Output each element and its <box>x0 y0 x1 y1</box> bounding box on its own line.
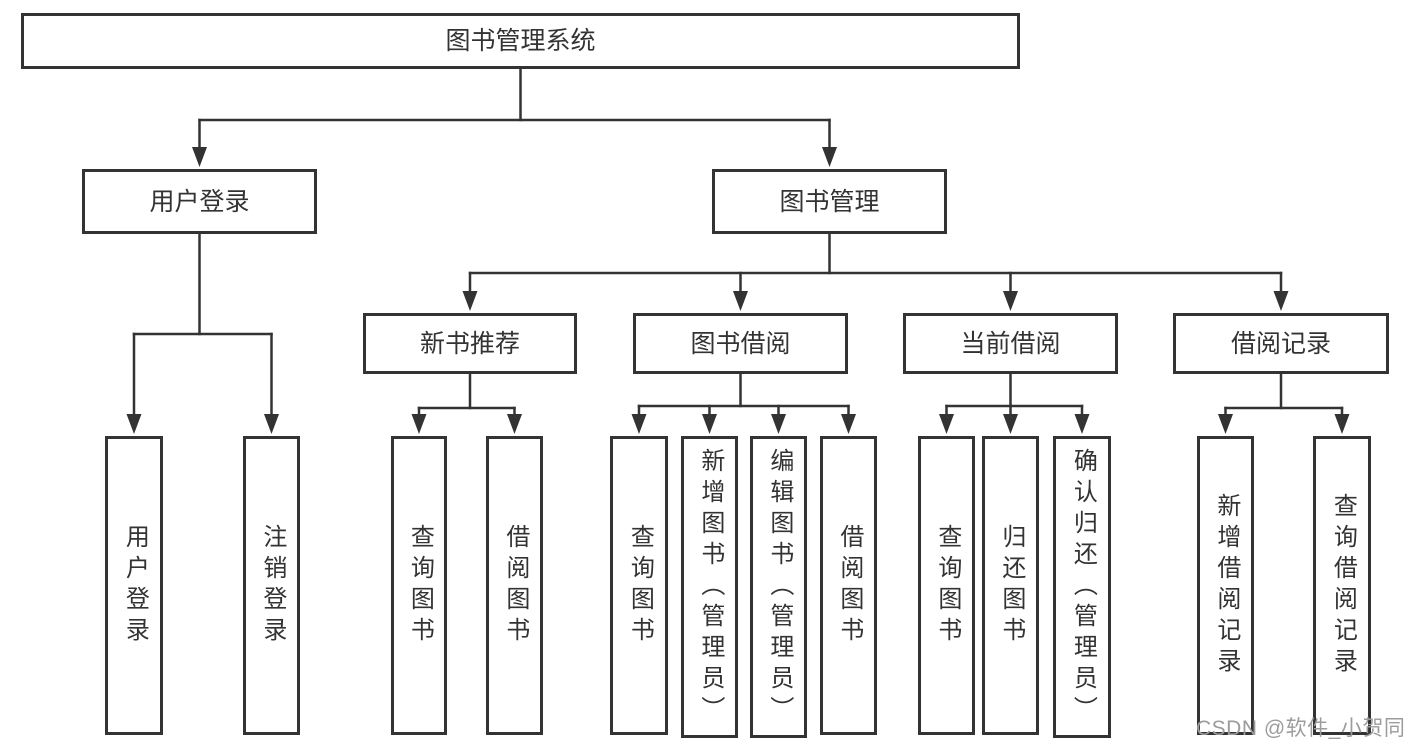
node-label-leaf-borrow-books-recommend: 借阅图书 <box>501 523 529 648</box>
arrowhead-icon <box>631 414 647 434</box>
node-book-management: 图书管理 <box>712 169 947 234</box>
arrowhead-icon <box>822 147 837 167</box>
node-label-leaf-add-book-admin: 新增图书（管理员） <box>696 447 724 727</box>
node-label-leaf-user-login: 用户登录 <box>121 523 149 648</box>
node-leaf-logout: 注销登录 <box>243 436 300 735</box>
node-label-book-management: 图书管理 <box>779 187 880 216</box>
watermark: CSDN @软件_小贺同学 <box>1196 717 1405 740</box>
arrowhead-icon <box>507 414 522 434</box>
arrowhead-icon <box>1074 414 1090 434</box>
arrowhead-icon <box>411 414 427 434</box>
node-leaf-borrow-books-borrowing: 借阅图书 <box>820 436 877 735</box>
node-label-leaf-confirm-return-admin: 确认归还（管理员） <box>1069 447 1097 727</box>
node-label-leaf-query-books-borrowing: 查询图书 <box>626 523 654 648</box>
arrowhead-icon <box>1218 414 1233 434</box>
node-label-leaf-logout: 注销登录 <box>258 523 286 648</box>
node-label-leaf-query-borrow-record: 查询借阅记录 <box>1329 492 1357 679</box>
node-leaf-add-book-admin: 新增图书（管理员） <box>681 436 738 738</box>
arrowhead-icon <box>771 414 786 434</box>
arrowhead-icon <box>1003 291 1018 311</box>
node-leaf-return-book: 归还图书 <box>982 436 1039 735</box>
arrowhead-icon <box>462 291 478 311</box>
arrowhead-icon <box>841 414 856 434</box>
arrowhead-icon <box>126 414 142 434</box>
node-leaf-add-borrow-record: 新增借阅记录 <box>1197 436 1254 735</box>
node-label-current-borrowing: 当前借阅 <box>960 329 1061 358</box>
node-root: 图书管理系统 <box>21 13 1020 69</box>
node-new-book-recommend: 新书推荐 <box>363 313 577 374</box>
node-borrowing-records: 借阅记录 <box>1173 313 1389 374</box>
arrowhead-icon <box>733 291 748 311</box>
node-label-root: 图书管理系统 <box>445 27 596 55</box>
node-leaf-edit-book-admin: 编辑图书（管理员） <box>750 436 807 738</box>
node-leaf-query-books-borrowing: 查询图书 <box>610 436 668 735</box>
node-current-borrowing: 当前借阅 <box>903 313 1118 374</box>
node-label-leaf-borrow-books-borrowing: 借阅图书 <box>835 523 863 648</box>
node-book-borrowing: 图书借阅 <box>633 313 848 374</box>
node-label-user-login-module: 用户登录 <box>149 187 250 216</box>
arrowhead-icon <box>1334 414 1350 434</box>
node-label-leaf-return-book: 归还图书 <box>997 523 1025 648</box>
node-label-borrowing-records: 借阅记录 <box>1230 329 1331 358</box>
arrowhead-icon <box>1273 291 1289 311</box>
arrowhead-icon <box>939 414 954 434</box>
node-label-leaf-add-borrow-record: 新增借阅记录 <box>1212 492 1240 679</box>
node-user-login-module: 用户登录 <box>82 169 317 234</box>
node-leaf-query-books-recommend: 查询图书 <box>391 436 447 735</box>
node-leaf-query-books-current: 查询图书 <box>918 436 975 735</box>
arrowhead-icon <box>264 414 279 434</box>
node-label-book-borrowing: 图书借阅 <box>690 329 791 358</box>
node-leaf-user-login: 用户登录 <box>105 436 163 735</box>
arrowhead-icon <box>1003 414 1018 434</box>
node-label-leaf-edit-book-admin: 编辑图书（管理员） <box>765 447 793 727</box>
arrowhead-icon <box>702 414 717 434</box>
arrowhead-icon <box>192 147 207 167</box>
node-leaf-borrow-books-recommend: 借阅图书 <box>486 436 543 735</box>
node-leaf-confirm-return-admin: 确认归还（管理员） <box>1053 436 1111 738</box>
node-label-leaf-query-books-current: 查询图书 <box>933 523 961 648</box>
node-label-leaf-query-books-recommend: 查询图书 <box>406 523 434 648</box>
node-label-new-book-recommend: 新书推荐 <box>419 329 520 358</box>
node-leaf-query-borrow-record: 查询借阅记录 <box>1313 436 1371 735</box>
